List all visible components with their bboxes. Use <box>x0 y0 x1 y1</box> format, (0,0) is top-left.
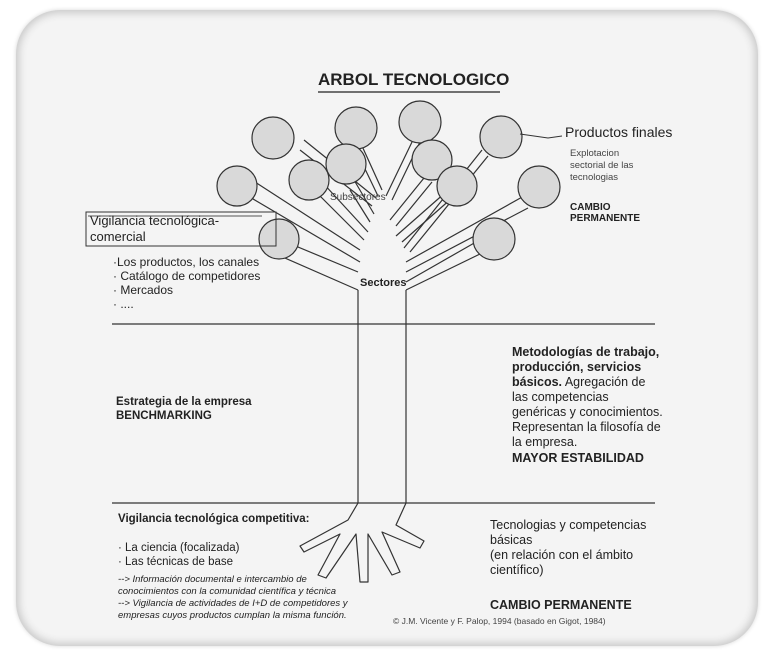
explotacion-label-1: Explotacion <box>570 148 620 159</box>
vigilancia-comercial-label-1: Vigilancia tecnológica- <box>90 213 220 228</box>
explotacion-label-3: tecnologias <box>570 172 619 183</box>
credit-label: © J.M. Vicente y F. Palop, 1994 (basado … <box>393 616 606 626</box>
branch <box>321 181 369 233</box>
branch <box>395 191 447 237</box>
cambio-permanente-top-2: PERMANENTE <box>570 213 641 224</box>
competitiva-item: · La ciencia (focalizada) <box>118 542 240 554</box>
branch <box>353 179 375 215</box>
leaf-circle <box>334 106 378 150</box>
tecnologias-line: básicas <box>490 533 533 547</box>
leaf-circle <box>411 139 453 181</box>
branch <box>254 181 361 251</box>
branch <box>361 145 383 191</box>
metodologias-line: la empresa. <box>512 435 578 449</box>
roots <box>299 502 425 583</box>
branch <box>405 207 529 273</box>
leaf-circle <box>251 116 295 160</box>
branch <box>247 195 361 263</box>
competitiva-item: · Las técnicas de base <box>118 556 234 568</box>
branch <box>385 141 413 197</box>
productos-finales-label: Productos finales <box>565 124 673 140</box>
metodologias-line: las competencias <box>512 390 609 404</box>
vigilancia-comercial-label-2: comercial <box>90 229 146 244</box>
tecnologias-line: (en relación con el ámbito <box>490 548 634 562</box>
tecnologias-line: Tecnologias y competencias <box>490 518 647 532</box>
leaf-circle <box>398 100 442 144</box>
metodologias-line: producción, servicios <box>512 360 642 374</box>
branch <box>389 177 425 221</box>
mayor-estabilidad-label: MAYOR ESTABILIDAD <box>512 451 644 465</box>
subsectores-label: Subsectores <box>330 192 386 203</box>
sectores-label: Sectores <box>360 277 407 289</box>
estrategia-label: Estrategia de la empresa <box>116 396 252 408</box>
leaf-circle <box>325 143 367 185</box>
leaf-circle <box>436 165 478 207</box>
metodologias-line: Representan la filosofía de <box>512 420 661 434</box>
metodologias-line: básicos. Agregación de <box>512 375 646 389</box>
metodologias-line: Metodologías de trabajo, <box>512 345 660 359</box>
branch <box>317 193 365 241</box>
vigilancia-competitiva-label: Vigilancia tecnológica competitiva: <box>118 513 310 525</box>
competitiva-note: empresas cuyos productos cumplan la mism… <box>118 610 347 621</box>
metodologias-line: genéricas y conocimientos. <box>512 405 663 419</box>
vigilancia-item: · .... <box>113 297 134 311</box>
vigilancia-item: ·Los productos, los canales <box>113 255 260 269</box>
leaf-circle <box>472 217 516 261</box>
leaf-circle <box>517 165 561 209</box>
vigilancia-item: · Catálogo de competidores <box>113 269 261 283</box>
branch <box>405 195 525 263</box>
branch <box>405 241 477 283</box>
diagram-card <box>16 10 758 646</box>
leaf-circle <box>479 115 523 159</box>
leaf-circle <box>216 165 258 207</box>
vigilancia-box <box>85 211 277 247</box>
page-title: ARBOL TECNOLOGICO <box>318 70 510 89</box>
branch <box>349 189 371 223</box>
cambio-permanente-bottom: CAMBIO PERMANENTE <box>490 598 632 612</box>
branch <box>395 181 433 227</box>
branch <box>405 253 481 291</box>
leaf-circle <box>288 159 330 201</box>
explotacion-label-2: sectorial de las <box>570 160 634 171</box>
cambio-permanente-top-1: CAMBIO <box>570 202 611 213</box>
competitiva-note: --> Vigilancia de actividades de I+D de … <box>118 598 348 609</box>
vigilancia-item: · Mercados <box>113 283 174 297</box>
tecnologias-line: científico) <box>490 563 544 577</box>
benchmarking-label: BENCHMARKING <box>116 410 212 422</box>
callout-line <box>519 133 563 139</box>
leaf-circle <box>258 218 300 260</box>
competitiva-note: --> Información documental e intercambio… <box>118 574 307 585</box>
competitiva-note: conocimientos con la comunidad científic… <box>118 586 337 597</box>
